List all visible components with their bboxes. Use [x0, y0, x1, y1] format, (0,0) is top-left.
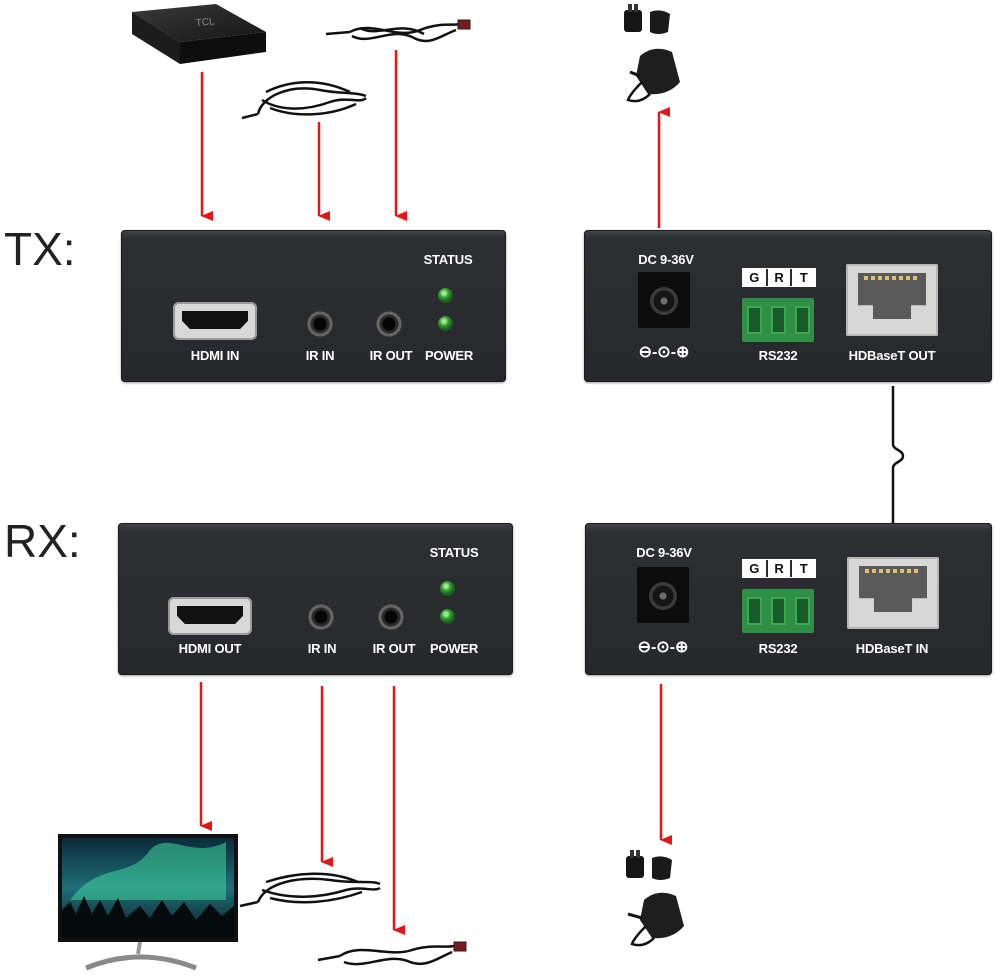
- rx-dc-power-jack[interactable]: [637, 567, 689, 623]
- rx-status-label: STATUS: [429, 545, 479, 560]
- rx-grt-r: R: [765, 560, 791, 577]
- rx-label: RX:: [4, 515, 81, 567]
- rx-ir-in-label: IR IN: [307, 641, 337, 656]
- power-adapter-icon: [624, 4, 680, 103]
- ir-emitter-cable-icon: [325, 19, 471, 43]
- tx-hdbaset-out-port[interactable]: [846, 264, 938, 336]
- rx-grt-g: G: [749, 561, 760, 576]
- tx-back-panel: DC 9-36V ⊖-⊙-⊕ G R T RS232 HDBaseT OUT: [584, 230, 992, 382]
- rx-dc-label: DC 9-36V: [636, 545, 692, 560]
- rx-ir-in-jack[interactable]: [307, 603, 335, 631]
- tx-dc-label: DC 9-36V: [638, 252, 694, 267]
- tx-ir-in-label: IR IN: [305, 348, 335, 363]
- rx-hdmi-out-label: HDMI OUT: [178, 641, 242, 656]
- rx-rs232-terminal[interactable]: [742, 589, 814, 633]
- tx-grt-t: T: [790, 269, 815, 286]
- tx-grt-legend: G R T: [742, 268, 816, 287]
- rx-grt-legend: G R T: [742, 559, 816, 578]
- rx-ir-out-label: IR OUT: [372, 641, 416, 656]
- tx-status-led: [438, 288, 453, 303]
- ir-receiver-cable-icon: [241, 81, 367, 120]
- tx-status-label: STATUS: [423, 252, 473, 267]
- tx-dc-power-jack[interactable]: [638, 272, 690, 328]
- tx-hdbaset-out-label: HDBaseT OUT: [848, 348, 936, 363]
- rx-polarity-symbol: ⊖-⊙-⊕: [637, 639, 689, 656]
- set-top-box-logo: TCL: [195, 16, 215, 29]
- tx-front-panel: STATUS HDMI IN IR IN IR OUT POWER: [121, 230, 506, 382]
- rx-grt-t: T: [790, 560, 815, 577]
- hdbaset-cable: [891, 386, 905, 524]
- rx-back-panel: DC 9-36V ⊖-⊙-⊕ G R T RS232 HDBaseT IN: [585, 523, 992, 675]
- tx-grt-r: R: [765, 269, 791, 286]
- tx-polarity-symbol: ⊖-⊙-⊕: [638, 344, 690, 361]
- rx-status-led: [440, 581, 455, 596]
- tx-grt-g: G: [749, 270, 760, 285]
- tx-power-led: [438, 316, 453, 331]
- rx-front-panel: STATUS HDMI OUT IR IN IR OUT POWER: [118, 523, 513, 675]
- tx-label: TX:: [4, 223, 76, 275]
- tx-rs232-terminal[interactable]: [742, 298, 814, 342]
- tx-rs232-label: RS232: [758, 348, 798, 363]
- rx-ir-out-jack[interactable]: [377, 603, 405, 631]
- tx-hdmi-in-port[interactable]: [173, 302, 257, 340]
- monitor-icon: [58, 834, 238, 971]
- rx-ir-emitter-cable-icon: [317, 941, 467, 966]
- rx-power-adapter-icon: [626, 850, 684, 947]
- rx-hdbaset-in-port[interactable]: [847, 557, 939, 629]
- tx-power-label: POWER: [424, 348, 474, 363]
- rx-power-led: [440, 609, 455, 624]
- tx-ir-out-jack[interactable]: [375, 310, 403, 338]
- rx-power-label: POWER: [429, 641, 479, 656]
- rx-rs232-label: RS232: [758, 641, 798, 656]
- tx-hdmi-in-label: HDMI IN: [190, 348, 240, 363]
- set-top-box-icon: TCL: [132, 4, 266, 64]
- rx-ir-receiver-cable-icon: [239, 872, 381, 908]
- tx-ir-out-label: IR OUT: [369, 348, 413, 363]
- rx-hdbaset-in-label: HDBaseT IN: [855, 641, 929, 656]
- rx-hdmi-out-port[interactable]: [168, 597, 252, 635]
- tx-ir-in-jack[interactable]: [306, 310, 334, 338]
